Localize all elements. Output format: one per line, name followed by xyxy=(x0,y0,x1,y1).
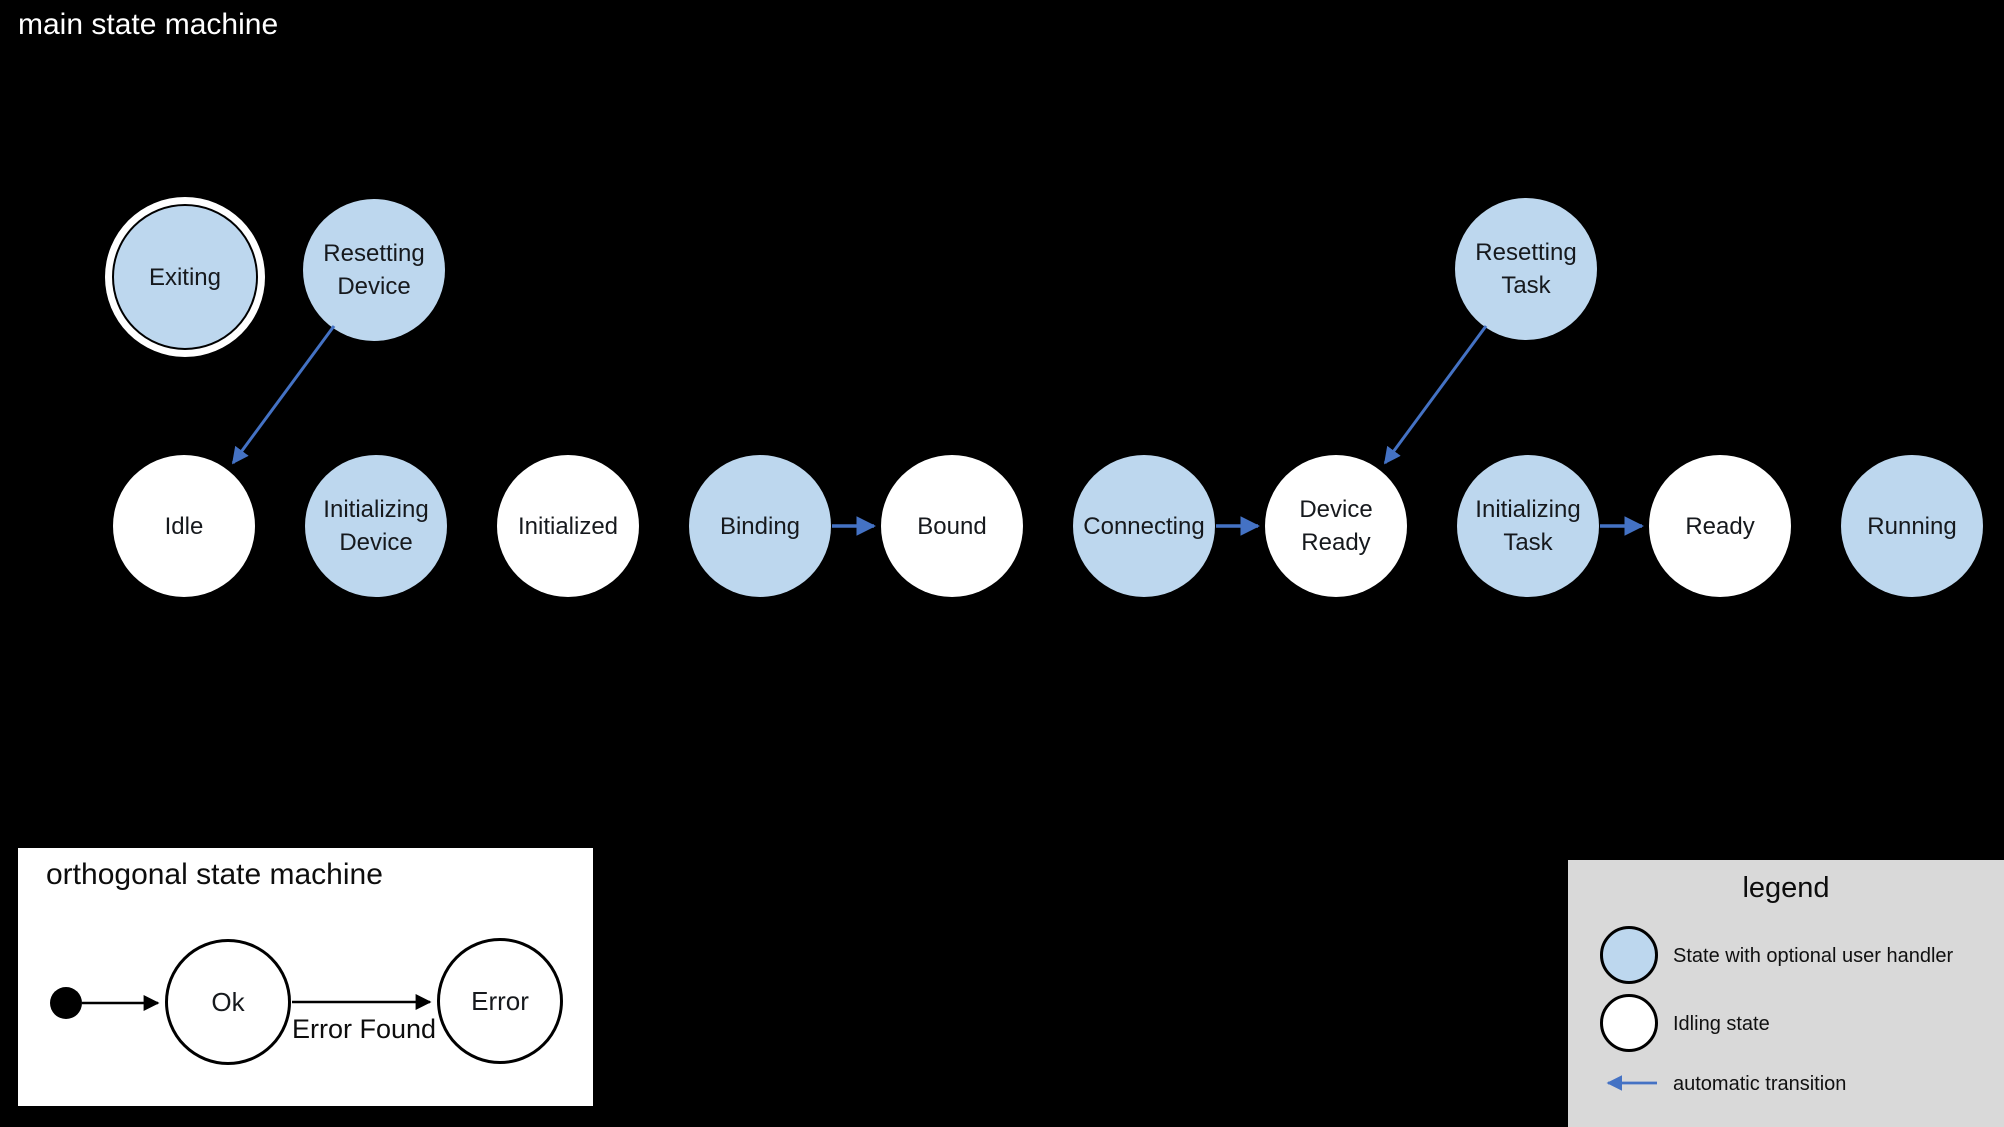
state-label: Bound xyxy=(917,512,987,540)
state-ok: Ok xyxy=(165,939,291,1065)
transition-resetting-task-to-device-ready xyxy=(1383,325,1488,465)
state-label: Initializing Device xyxy=(323,496,429,556)
state-ready: Ready xyxy=(1649,455,1791,597)
transition-resetting-device-to-idle xyxy=(231,325,336,465)
state-connecting: Connecting xyxy=(1073,455,1215,597)
state-label: Idle xyxy=(164,512,204,540)
legend-item-label: Idling state xyxy=(1673,1013,1770,1035)
state-label: Ok xyxy=(211,986,245,1017)
state-idle: Idle xyxy=(113,455,255,597)
initial-state-dot xyxy=(50,987,82,1019)
main-machine-title: main state machine xyxy=(18,8,279,41)
idling-state-legend-icon xyxy=(1600,994,1658,1052)
state-resetting-task: Resetting Task xyxy=(1455,198,1597,340)
state-initializing-device: Initializing Device xyxy=(305,455,447,597)
state-running: Running xyxy=(1841,455,1983,597)
state-initializing-task: Initializing Task xyxy=(1457,455,1599,597)
state-initialized: Initialized xyxy=(497,455,639,597)
state-binding: Binding xyxy=(689,455,831,597)
state-label: Device Ready xyxy=(1299,496,1373,556)
state-label: Error xyxy=(471,985,529,1016)
state-device-ready: Device Ready xyxy=(1265,455,1407,597)
state-label: Running xyxy=(1867,512,1957,540)
legend-item-label: automatic transition xyxy=(1673,1073,1847,1095)
handler-state-legend-icon xyxy=(1600,926,1658,984)
state-label: Ready xyxy=(1685,512,1755,540)
state-label: Initializing Task xyxy=(1475,496,1581,556)
orthogonal-machine-title: orthogonal state machine xyxy=(46,858,383,891)
state-label: Resetting Device xyxy=(323,240,425,300)
state-label: Exiting xyxy=(148,263,222,291)
state-error: Error xyxy=(437,938,563,1064)
state-exiting: Exiting xyxy=(105,197,265,357)
transition-label-error-found: Error Found xyxy=(291,1014,437,1044)
state-label: Resetting Task xyxy=(1475,239,1577,299)
state-label: Binding xyxy=(719,512,801,540)
legend-title: legend xyxy=(1742,872,1830,904)
state-bound: Bound xyxy=(881,455,1023,597)
state-label: Initialized xyxy=(517,512,619,540)
legend-item-label: State with optional user handler xyxy=(1673,945,1954,967)
state-exiting-inner: Exiting xyxy=(112,204,258,350)
state-resetting-device: Resetting Device xyxy=(303,199,445,341)
state-label: Connecting xyxy=(1083,512,1205,540)
